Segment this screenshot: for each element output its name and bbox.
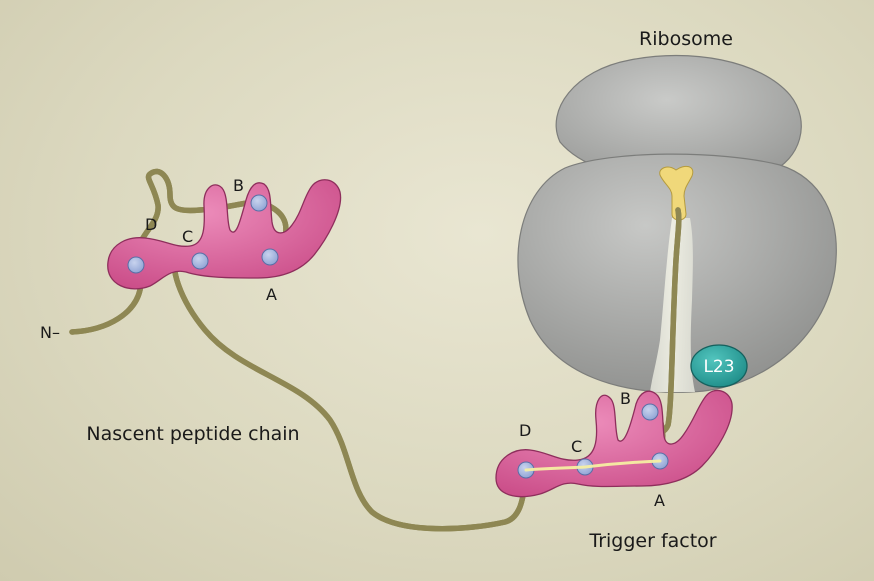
site-b-free-label: B: [233, 176, 244, 195]
trigger-factor-free-body: [107, 179, 342, 290]
l23-label: L23: [703, 357, 734, 377]
ribosome-label: Ribosome: [639, 28, 733, 50]
binding-site-c-free: [191, 252, 209, 270]
peptidyl-transferase-center: [659, 165, 694, 221]
site-d-bound-label: D: [519, 421, 531, 440]
trigger-factor-bound-body: [495, 389, 733, 498]
site-c-bound-label: C: [571, 437, 582, 456]
l23-protein: L23: [690, 344, 748, 388]
site-d-free-label: D: [145, 215, 157, 234]
trigger-factor-bound: [495, 389, 733, 498]
binding-site-b-bound: [641, 403, 659, 421]
trigger-factor-free: [107, 179, 342, 290]
nascent-chain-label: Nascent peptide chain: [86, 423, 299, 445]
site-c-free-label: C: [182, 227, 193, 246]
binding-site-b-free: [250, 194, 268, 212]
site-b-bound-label: B: [620, 389, 631, 408]
binding-site-d-free: [127, 256, 145, 274]
site-a-bound-label: A: [654, 491, 665, 510]
chain-segment-bound: [524, 459, 662, 472]
binding-site-a-free: [261, 248, 279, 266]
trigger-factor-label: Trigger factor: [588, 530, 716, 552]
site-a-free-label: A: [266, 285, 277, 304]
n-terminus-label: N–: [40, 323, 60, 342]
